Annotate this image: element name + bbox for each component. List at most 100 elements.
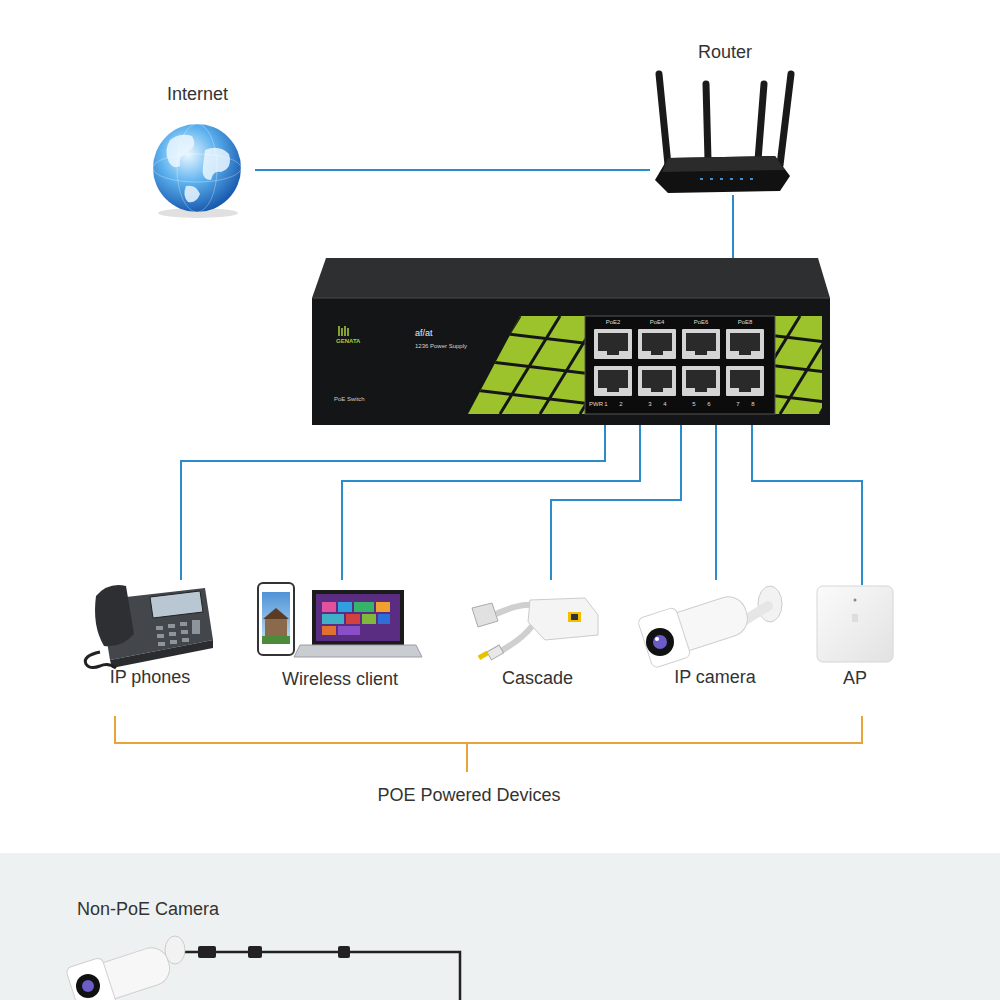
- ip-camera-icon-part-part: [637, 607, 691, 669]
- ip-phone-icon-part: [95, 585, 134, 646]
- ip-phone-icon-part: [156, 620, 200, 646]
- device-node: Cascade: [470, 580, 605, 692]
- poe-switch-part-part: [347, 328, 349, 336]
- cascade-icon-part: [478, 651, 489, 660]
- port-number: 3: [648, 401, 651, 408]
- non-poe-camera-icon-part: [170, 952, 460, 1000]
- ip-camera-icon-part: [637, 586, 754, 668]
- wireless-client-icon-part: [263, 608, 289, 619]
- network-link: [342, 425, 640, 580]
- poe-switch-part: [420, 266, 880, 436]
- wireless-client-icon-part: [265, 618, 287, 636]
- node-label: PoE Switch: [334, 396, 365, 403]
- cascade-icon-part: [571, 614, 578, 620]
- port-number: 8: [751, 401, 754, 408]
- router-icon-part-part: [750, 178, 753, 180]
- router-icon-part: [700, 178, 753, 180]
- non-poe-camera-icon-part: [338, 946, 350, 958]
- wireless-client-icon-part: [262, 592, 290, 644]
- wireless-client-icon-part-part: [338, 626, 360, 635]
- wireless-client-icon-part-part: [376, 602, 390, 612]
- wireless-client-icon-part-part: [346, 614, 360, 624]
- device-node: Wireless client: [255, 580, 425, 695]
- non-poe-camera-icon-part: [248, 946, 262, 958]
- device-node: IP phones: [80, 580, 220, 692]
- port-number: 4: [663, 401, 666, 408]
- group-label: POE Powered Devices: [377, 785, 560, 807]
- device-node: IP camera: [640, 580, 790, 692]
- router-icon-part-part: [710, 178, 713, 180]
- poe-switch-part: [594, 329, 632, 359]
- switch-node: GENATAaf/at1236 Power SupplyPoE Switch: [312, 258, 830, 425]
- ip-camera-icon: [637, 586, 782, 669]
- router-icon-part-part: [730, 178, 733, 180]
- wireless-client-icon-part-part: [354, 602, 374, 612]
- cascade-icon-part: [487, 645, 504, 660]
- poe-switch-part: [726, 329, 764, 359]
- non-poe-camera-icon-part: [198, 946, 216, 958]
- poe-switch: [312, 258, 880, 436]
- cascade-icon-part: [528, 598, 598, 640]
- ip-phone-icon-part-part: [157, 634, 164, 638]
- ip-phone-icon-part-part: [156, 626, 163, 630]
- group-bracket: [115, 716, 862, 772]
- port-number: 2: [619, 401, 622, 408]
- ip-phone-icon: [85, 585, 213, 668]
- globe-icon: [153, 124, 241, 218]
- network-link: [715, 425, 717, 580]
- wireless-client-icon-part: [322, 602, 390, 635]
- ip-phone-icon-part-part: [180, 622, 187, 626]
- router-icon-part-part: [720, 178, 723, 180]
- node-label: AP: [843, 668, 867, 690]
- node-label: Wireless client: [282, 669, 398, 691]
- poe-switch-part: [339, 326, 348, 336]
- router-icon-part-part: [659, 74, 668, 165]
- non-poe-camera-icon: [65, 936, 460, 1000]
- wireless-client-icon-part: [294, 645, 422, 657]
- router-icon-part: [659, 74, 791, 165]
- poe-switch-part: [638, 329, 676, 359]
- non-poe-camera-icon-part: [76, 974, 100, 998]
- router-icon-part-part: [700, 178, 703, 180]
- node-label: 1236 Power Supply: [415, 343, 467, 350]
- ip-phone-icon-part-part: [168, 624, 175, 628]
- wireless-client-icon-part: [258, 583, 294, 655]
- router-icon: [655, 74, 791, 193]
- node-label: IP phones: [110, 667, 191, 689]
- poe-switch-part-part: [344, 326, 346, 336]
- node-label: GENATA: [336, 338, 360, 345]
- node-label: Non-PoE Camera: [77, 899, 219, 921]
- router-node: Router: [650, 40, 800, 195]
- ip-phone-icon-part-part: [182, 638, 189, 642]
- wireless-client-icon-part: [316, 594, 400, 641]
- port-number: 5: [692, 401, 695, 408]
- ip-phone-icon-part: [150, 591, 203, 618]
- ip-phone-icon-part-part: [169, 632, 176, 636]
- network-link: [255, 169, 650, 171]
- cascade-icon-part: [568, 612, 581, 622]
- router-icon-part: [662, 156, 785, 172]
- access-point-icon: [817, 586, 893, 662]
- router-icon-part-part: [758, 84, 764, 160]
- non-poe-camera-icon-part: [65, 938, 176, 1000]
- port-number: 6: [707, 401, 710, 408]
- poe-switch-part: [726, 366, 764, 396]
- non-poe-camera-icon-part: [82, 980, 94, 992]
- node-label: Router: [698, 42, 752, 64]
- cascade-icon-part: [500, 626, 532, 652]
- wireless-client-icon-part-part: [322, 602, 336, 612]
- globe-icon-part: [153, 154, 241, 182]
- cascade-icon-part: [472, 603, 498, 627]
- device-node: AP: [815, 585, 895, 692]
- wireless-client-icon-part-part: [322, 614, 344, 624]
- poe-switch-part-part: [440, 266, 860, 436]
- wireless-client-icon-part-part: [322, 626, 336, 635]
- wireless-client-icon-part-part: [378, 614, 390, 624]
- globe-icon-part: [184, 186, 200, 203]
- wireless-client-icon-part: [312, 590, 404, 645]
- access-point-icon-part: [817, 586, 893, 662]
- router-icon-part-part: [706, 84, 708, 160]
